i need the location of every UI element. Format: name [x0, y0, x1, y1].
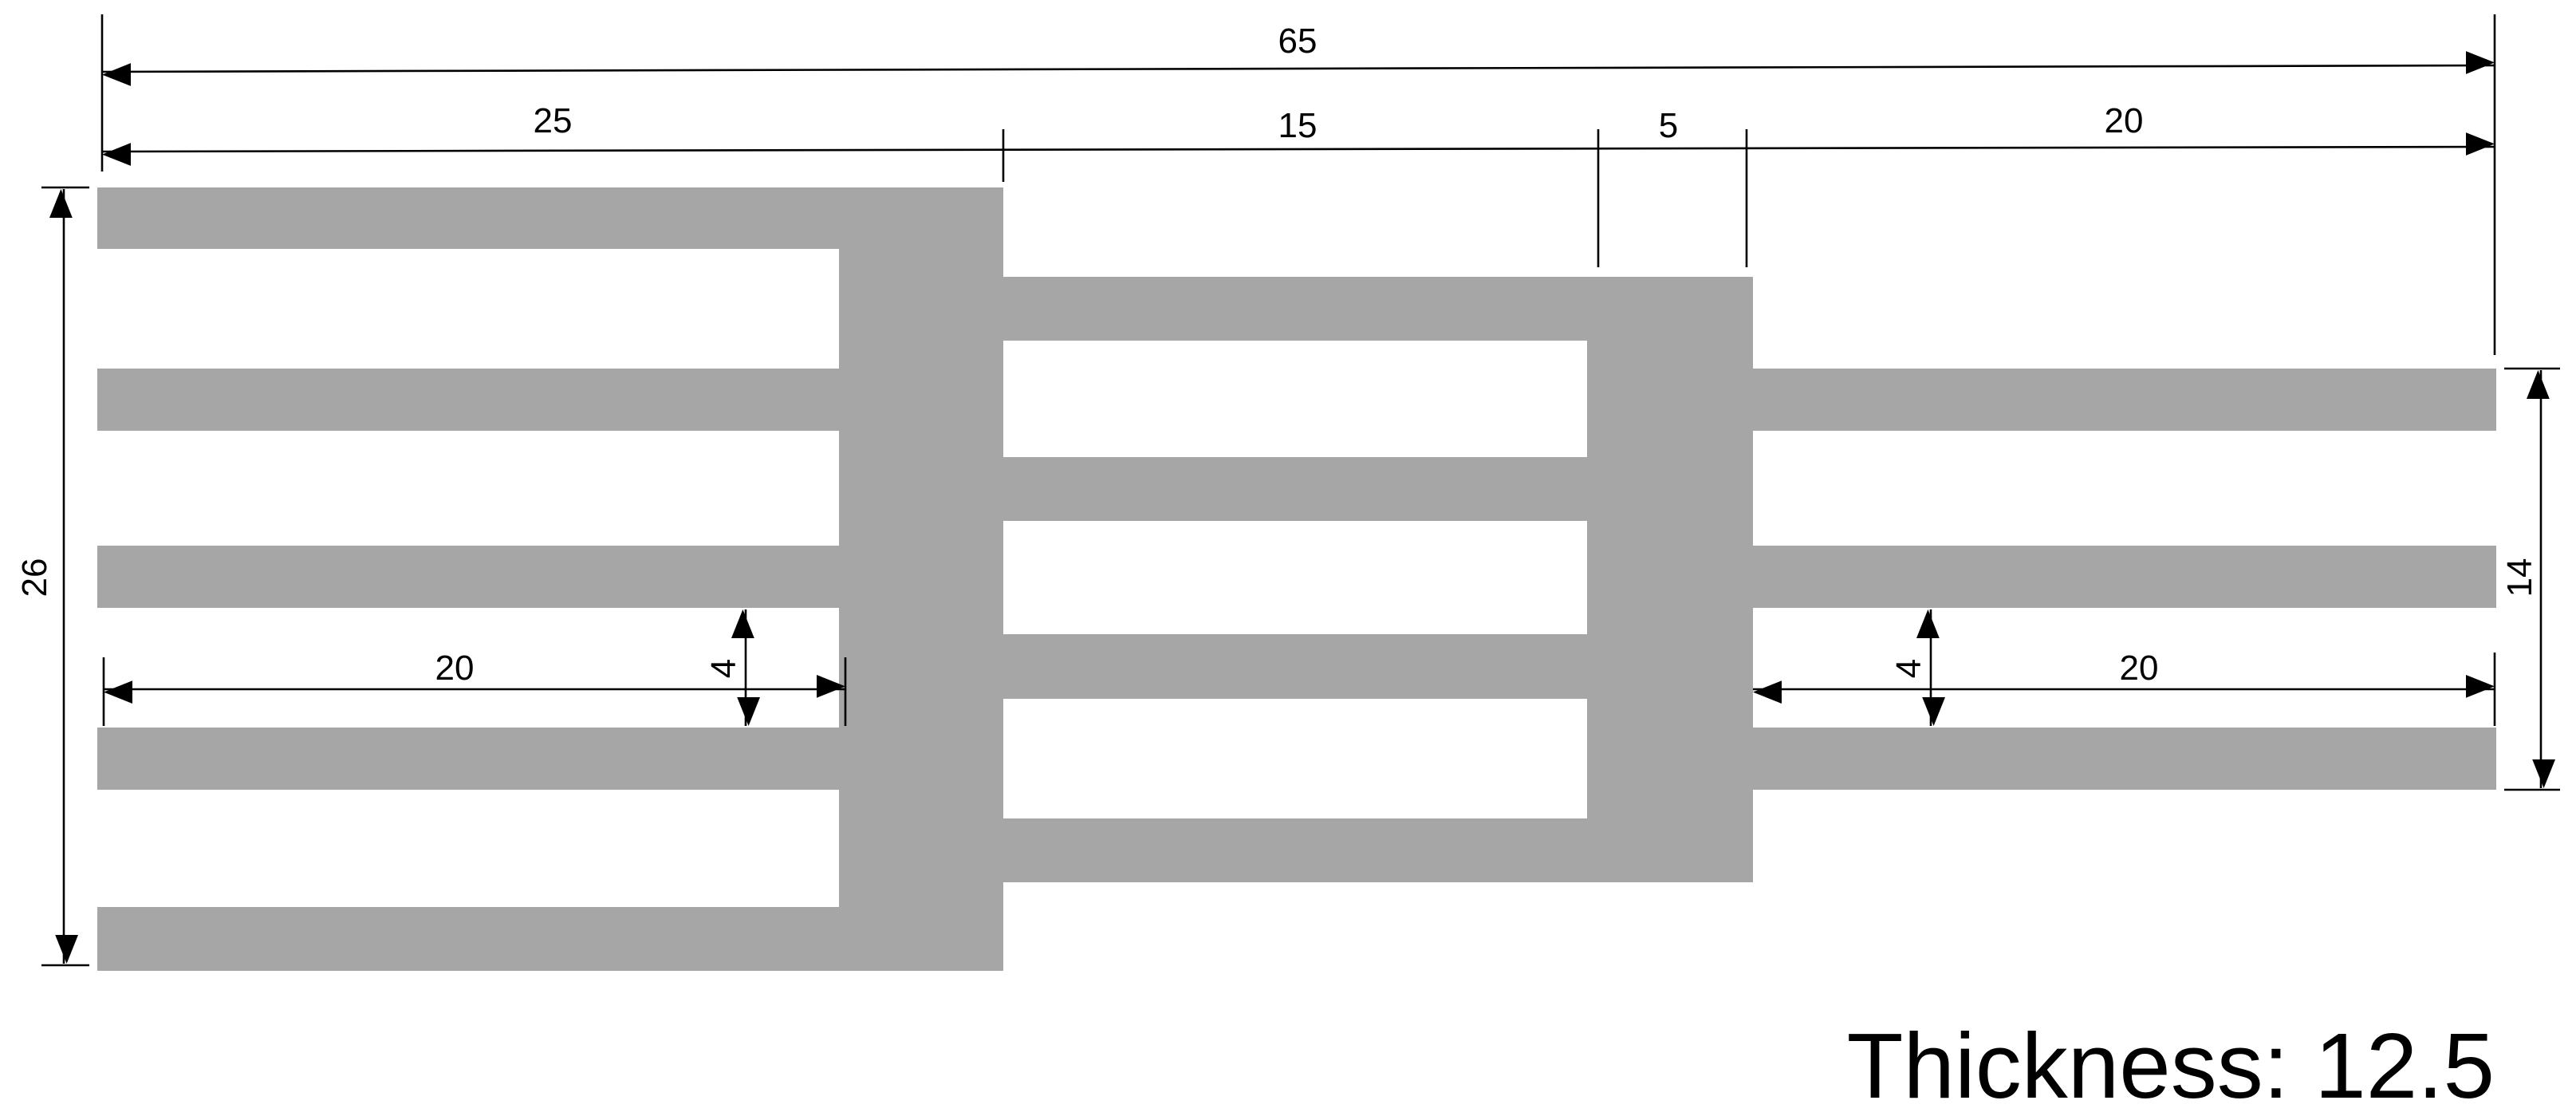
dim-right-section: 20 [2105, 101, 2144, 140]
dim-left-arm-length: 20 [435, 649, 475, 688]
right-connector [1587, 277, 1753, 882]
dim-right-gap: 4 [1889, 659, 1928, 678]
right-finger-2 [1753, 546, 2496, 608]
right-finger-3 [1753, 728, 2496, 790]
part-shape [97, 187, 2496, 971]
dim-overall-height: 26 [15, 558, 54, 597]
dimension-lines [49, 51, 2555, 964]
dim-section-line [101, 132, 2495, 166]
dim-overall-width-line [101, 51, 2495, 86]
dim-middle-connector: 5 [1659, 106, 1678, 145]
left-connector [839, 187, 1003, 971]
dim-left-section: 25 [534, 101, 573, 140]
dim-right-height: 14 [2500, 558, 2539, 597]
dim-right-arm-length: 20 [2120, 649, 2159, 688]
right-finger-1 [1753, 369, 2496, 431]
thickness-note: Thickness: 12.5 [1847, 1014, 2495, 1118]
dim-overall-width: 65 [1278, 22, 1318, 61]
dim-middle-section: 15 [1278, 106, 1318, 145]
dimension-labels: 65 25 15 5 20 26 14 20 4 4 20 [15, 22, 2539, 688]
dim-left-gap: 4 [704, 659, 743, 678]
